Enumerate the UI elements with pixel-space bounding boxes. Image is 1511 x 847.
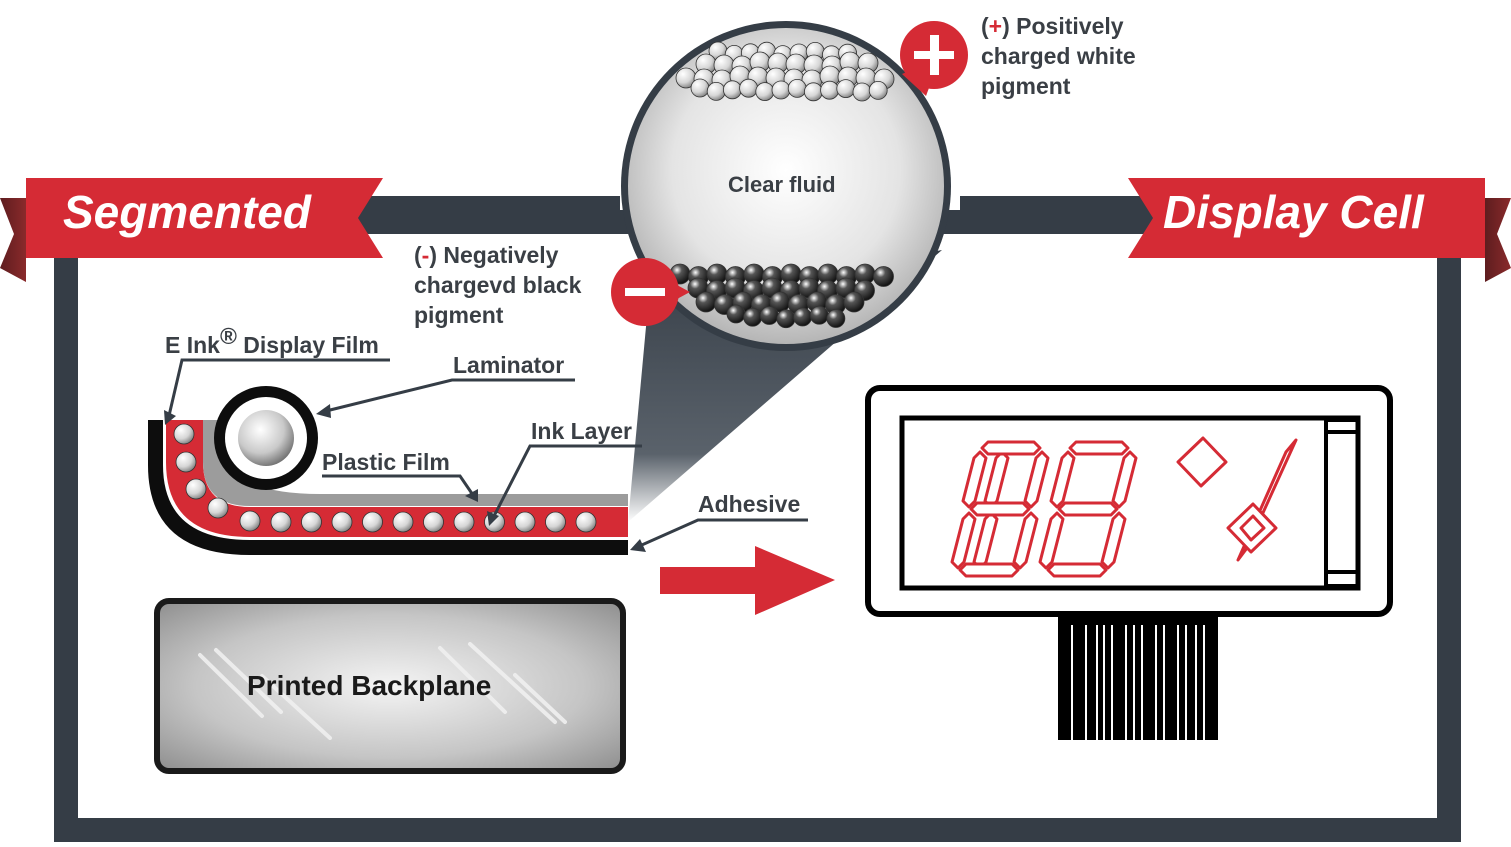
digit-2-seg-g (969, 501, 1031, 517)
frame-bar-left (360, 196, 620, 222)
percent-lower-dot-inner (1239, 514, 1266, 542)
segment-digits (950, 436, 1298, 578)
ink-layer-particles (173, 423, 597, 533)
ink-microcapsule (270, 511, 292, 533)
digit-2-seg-e (950, 511, 977, 570)
ink-microcapsule (423, 511, 444, 533)
digit-3-seg-f (1049, 450, 1076, 509)
plastic-film-leader (322, 474, 477, 499)
black-pigment-particle (776, 309, 796, 329)
plastic-film-label: Plastic Film (322, 449, 450, 475)
ink-layer-band (166, 420, 628, 537)
digit-3-seg-e (1038, 511, 1065, 570)
printed-backplane (154, 598, 626, 774)
negative-label-line3: pigment (414, 302, 504, 328)
banner-right-title: Display Cell (1163, 186, 1425, 238)
black-pigment-particle (695, 291, 717, 313)
positive-label-line3: pigment (981, 73, 1071, 99)
ink-microcapsule (301, 511, 322, 533)
plastic-film-band (203, 420, 628, 506)
minus-icon (625, 288, 665, 296)
plus-badge (900, 21, 968, 96)
display-ribbon-connector (1058, 612, 1218, 740)
white-pigment-particle (755, 82, 775, 101)
backplane-glare (198, 642, 567, 740)
digit-2-seg-b (1023, 450, 1050, 509)
black-pigment-particle (726, 304, 746, 324)
black-pigment-particle (759, 306, 779, 325)
ink-microcapsule (545, 511, 566, 533)
ink-microcapsule (173, 423, 195, 445)
white-pigment-particle (739, 78, 758, 98)
white-pigment-particle (706, 82, 726, 101)
digit-3-seg-d (1046, 562, 1108, 578)
banner-left (26, 178, 383, 258)
eink-film-leader (166, 358, 390, 421)
ink-microcapsule (362, 511, 383, 533)
clear-fluid-label: Clear fluid (728, 172, 836, 197)
ink-layer-label: Ink Layer (531, 418, 632, 444)
white-pigment-particle (852, 82, 872, 102)
digit-2-seg-a (980, 440, 1042, 456)
white-pigment-particle (690, 78, 710, 98)
adhesive-label: Adhesive (698, 491, 800, 517)
white-pigment-particle (771, 80, 791, 100)
digit-2-seg-c (1012, 511, 1039, 570)
ink-microcapsule (185, 478, 207, 500)
white-pigment-particle (868, 81, 888, 100)
positive-label-line2: charged white (981, 43, 1136, 69)
ink-microcapsule (392, 511, 414, 533)
banner-left-title: Segmented (63, 186, 312, 238)
laminator-label: Laminator (453, 352, 564, 378)
plus-icon (914, 35, 954, 75)
black-pigment-particle (793, 307, 812, 327)
display-side-tab (1324, 418, 1360, 588)
black-pigment-particle (809, 305, 829, 325)
white-pigment-particle (787, 79, 807, 98)
frame-bar-right (960, 196, 1160, 222)
right-arrow-icon (660, 546, 835, 615)
ink-microcapsule (175, 451, 197, 473)
adhesive-layer (148, 420, 628, 555)
digit-3-seg-b (1111, 450, 1138, 509)
laminator-core (238, 410, 294, 466)
ink-microcapsule (514, 511, 536, 533)
adhesive-leader (634, 518, 808, 550)
black-pigment-particle (843, 291, 865, 313)
ink-microcapsule (239, 510, 261, 532)
white-pigment-particle (836, 79, 856, 98)
white-pigment-particle (820, 80, 839, 100)
printed-backplane-label: Printed Backplane (247, 670, 491, 701)
banner-right (1128, 178, 1485, 258)
laminator-leader (321, 378, 575, 414)
banner-left-fold (0, 198, 26, 282)
digit-3-seg-a (1068, 440, 1130, 456)
digit-3-seg-c (1100, 511, 1127, 570)
minus-badge (611, 258, 690, 326)
white-pigment-particle (804, 82, 823, 102)
leader-arrowheads (164, 404, 646, 552)
black-pigment-particle (826, 309, 846, 328)
digit-2-seg-f (961, 450, 988, 509)
black-pigment-particle (873, 266, 894, 287)
negative-label-line2: chargevd black (414, 272, 582, 298)
black-pigment-particle (743, 307, 763, 327)
ink-layer-leader (490, 444, 642, 521)
white-pigment-particle (723, 80, 742, 100)
positive-label: (+) Positively (981, 13, 1124, 39)
percent-upper-dot (1176, 436, 1228, 488)
ink-microcapsule (575, 511, 597, 533)
white-pigment-particles (675, 41, 895, 102)
digit-2-seg-d (958, 562, 1020, 578)
ink-microcapsule (453, 511, 475, 533)
eink-film-label: E Ink® Display Film (165, 323, 379, 358)
banner-right-fold (1485, 198, 1511, 282)
black-pigment-particles (669, 263, 894, 329)
ink-microcapsule (331, 511, 353, 533)
digit-3-seg-g (1057, 501, 1119, 517)
ink-microcapsule (207, 497, 229, 519)
negative-label: (-) Negatively (414, 242, 559, 268)
leader-lines (166, 358, 808, 550)
